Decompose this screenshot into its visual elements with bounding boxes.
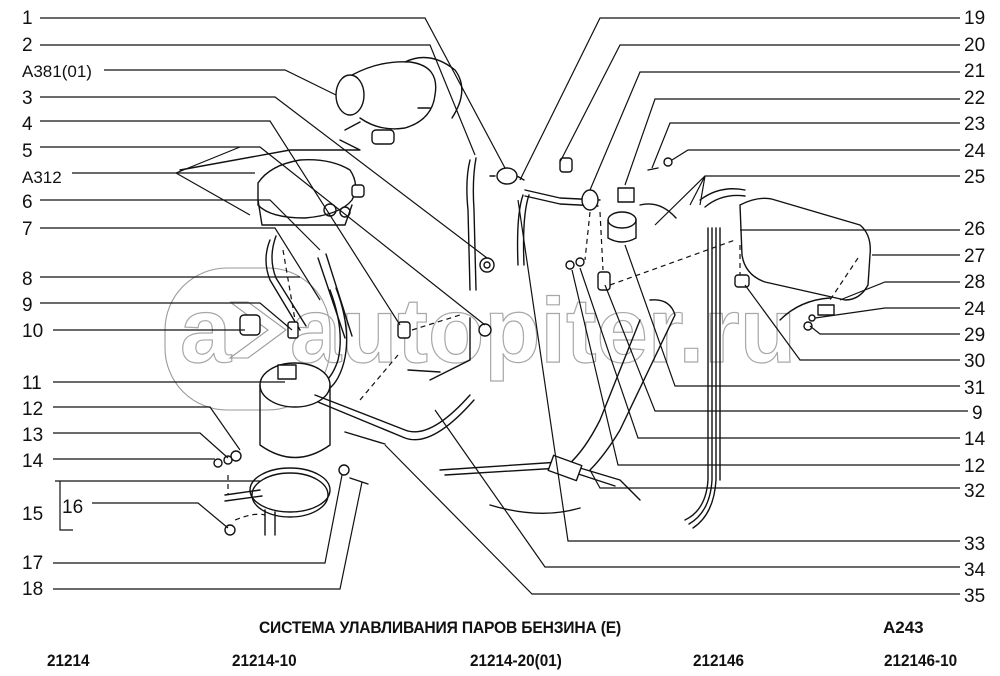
solenoid-valve-group <box>524 157 677 291</box>
callout-label: 28 <box>964 272 985 293</box>
callout-label: 6 <box>22 192 33 213</box>
model-code: 212146 <box>693 651 745 670</box>
callout-label: 5 <box>22 141 33 162</box>
separator-tank <box>699 188 871 331</box>
callout-label: 33 <box>964 534 985 555</box>
model-code: 21214-20(01) <box>470 651 562 670</box>
callout-label: 1 <box>22 8 33 29</box>
callout-label: 11 <box>22 373 42 394</box>
callout-label: 24 <box>964 141 986 162</box>
callout-label: 2 <box>22 35 33 56</box>
callout-label: 27 <box>964 246 985 267</box>
callout-label: 10 <box>22 321 43 342</box>
callout-label: 25 <box>964 167 985 188</box>
watermark-a-glyph: a <box>180 280 232 382</box>
callout-label: 12 <box>22 399 43 420</box>
model-code: 21214 <box>47 651 90 670</box>
throttle-body-a381 <box>335 56 463 145</box>
callout-label: 14 <box>22 451 44 472</box>
left-callouts: 1 2 A381(01) 3 4 5 A312 6 7 8 9 10 11 12… <box>22 8 506 600</box>
adsorber-canister <box>213 235 492 536</box>
watermark-arrow-icon <box>228 301 287 359</box>
callout-label: 21 <box>964 61 985 82</box>
callout-label: 3 <box>22 88 33 109</box>
callout-label: 30 <box>964 351 985 372</box>
carburettor-a312 <box>179 139 365 226</box>
callout-label: 32 <box>964 481 985 502</box>
fuel-lines <box>439 227 721 529</box>
diagram-code: A243 <box>883 618 924 637</box>
callout-label: 14 <box>964 429 986 450</box>
callout-label: 4 <box>22 114 33 135</box>
callout-label: 7 <box>22 219 33 240</box>
callout-label: 35 <box>964 586 985 607</box>
diagram-title: СИСТЕМА УЛАВЛИВАНИЯ ПАРОВ БЕНЗИНА (E) <box>258 618 622 637</box>
model-code: 212146-10 <box>884 651 958 670</box>
callout-label: 16 <box>62 497 83 518</box>
callout-label: 13 <box>22 425 43 446</box>
callout-label: 26 <box>964 219 985 240</box>
callout-label: 18 <box>22 579 43 600</box>
callout-label: 17 <box>22 553 43 574</box>
callout-label: 15 <box>22 504 43 525</box>
assembly-dash-lines <box>227 211 859 521</box>
watermark-badge <box>164 267 331 411</box>
callout-label: 9 <box>972 403 983 424</box>
callout-label: A381(01) <box>22 62 92 81</box>
callout-label: 19 <box>964 8 985 29</box>
callout-label: 8 <box>22 269 33 290</box>
callout-label: A312 <box>22 168 62 187</box>
callout-label: 22 <box>964 88 985 109</box>
callout-label: 34 <box>964 560 986 581</box>
callout-label: 29 <box>964 325 985 346</box>
right-callouts: 19 20 21 22 23 24 25 26 27 28 24 29 30 3… <box>384 8 986 607</box>
callout-label: 20 <box>964 35 985 56</box>
callout-label: 23 <box>964 114 985 135</box>
callout-label: 24 <box>964 299 986 320</box>
callout-label: 9 <box>22 295 33 316</box>
callout-label: 12 <box>964 456 985 477</box>
model-code: 21214-10 <box>232 651 297 670</box>
vacuum-hoses <box>466 157 530 291</box>
callout-label: 31 <box>964 378 985 399</box>
